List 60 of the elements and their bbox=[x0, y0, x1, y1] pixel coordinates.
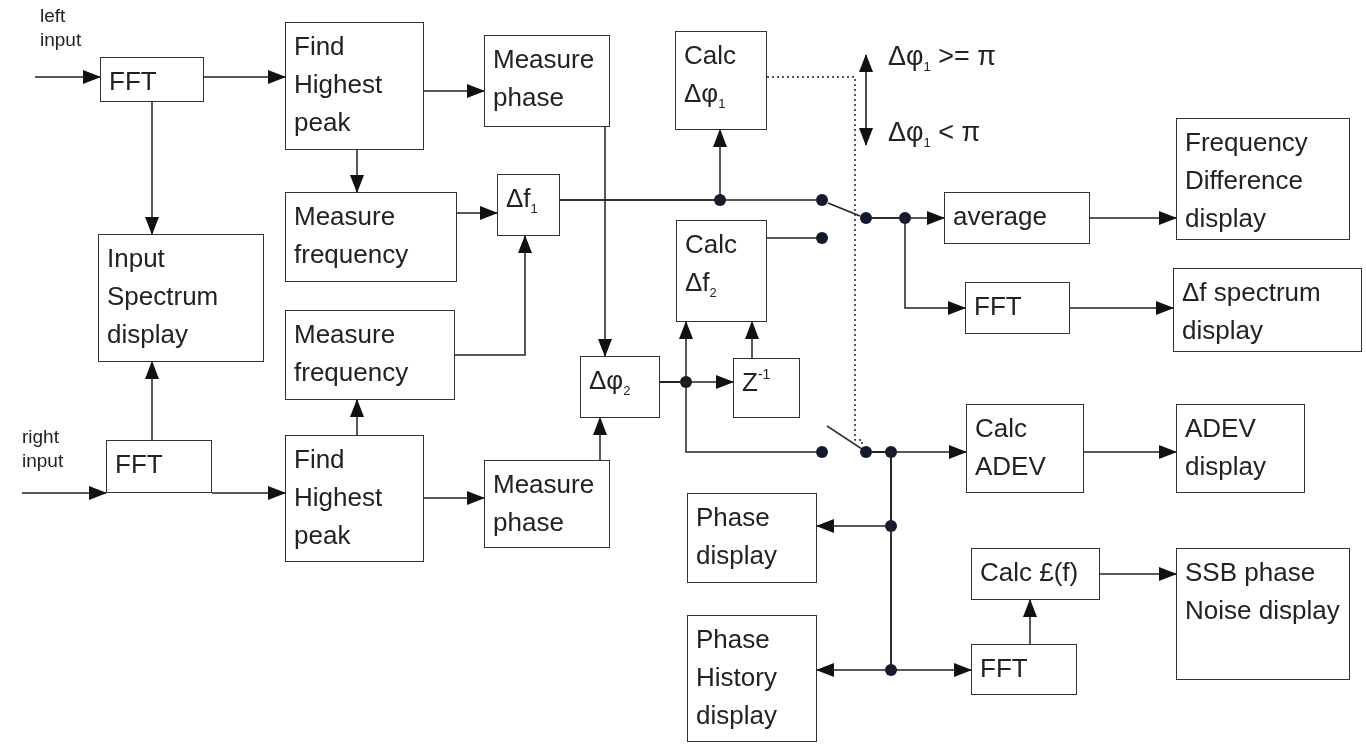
arrow bbox=[211, 486, 286, 500]
process-box: SSB phase Noise display bbox=[1176, 548, 1350, 680]
arrow bbox=[1023, 599, 1037, 645]
process-box: Calc Δφ$_{1}$ bbox=[675, 31, 767, 130]
switch-contact bbox=[816, 232, 828, 244]
condition-label: Δφ$_{1}$ >= π bbox=[888, 40, 996, 76]
switch-contact bbox=[816, 446, 828, 458]
arrow bbox=[871, 217, 966, 315]
switch-pivot bbox=[860, 212, 872, 224]
arrow bbox=[203, 70, 286, 84]
process-box: Find Highest peak bbox=[285, 435, 424, 562]
process-box: Measure phase bbox=[484, 460, 610, 548]
arrow bbox=[350, 399, 364, 436]
connector-line bbox=[827, 202, 861, 217]
process-box: ADEV display bbox=[1176, 404, 1305, 493]
process-box: Δf$_{1}$ bbox=[497, 174, 560, 236]
arrow bbox=[454, 235, 532, 356]
dotted-link-line bbox=[766, 76, 863, 447]
process-box: FFT bbox=[106, 440, 212, 493]
arrow bbox=[21, 486, 107, 500]
process-box: Frequency Difference display bbox=[1176, 118, 1350, 240]
process-box: Δφ$_{2}$ bbox=[580, 356, 660, 418]
process-box: average bbox=[944, 192, 1090, 244]
input-label: left input bbox=[40, 4, 83, 52]
input-label: right input bbox=[22, 425, 65, 473]
arrow bbox=[145, 101, 159, 235]
process-box: Δf spectrum display bbox=[1173, 268, 1362, 352]
process-box: Find Highest peak bbox=[285, 22, 424, 150]
arrow bbox=[1089, 211, 1177, 225]
connector-line bbox=[559, 199, 817, 201]
process-box: Phase History display bbox=[687, 615, 817, 742]
process-box: Calc Δf$_{2}$ bbox=[676, 220, 767, 322]
arrow bbox=[350, 149, 364, 193]
switch-contact bbox=[816, 194, 828, 206]
process-box: Measure phase bbox=[484, 35, 610, 127]
arrow bbox=[34, 70, 101, 84]
process-box: Calc £(f) bbox=[971, 548, 1100, 600]
condition-label: Δφ$_{1}$ < π bbox=[888, 116, 981, 152]
arrow bbox=[745, 321, 759, 359]
process-box: FFT bbox=[971, 644, 1077, 695]
arrow bbox=[598, 126, 612, 357]
connector-line bbox=[766, 237, 817, 239]
arrow bbox=[423, 84, 485, 98]
process-box: Z$^{-1}$ bbox=[733, 358, 800, 418]
process-box: FFT bbox=[100, 57, 204, 102]
arrow bbox=[1083, 445, 1177, 459]
process-box: Phase display bbox=[687, 493, 817, 583]
arrow bbox=[145, 361, 159, 441]
process-box: Calc ADEV bbox=[966, 404, 1084, 493]
connector-line bbox=[659, 381, 817, 453]
arrow bbox=[1099, 567, 1177, 581]
process-box: Measure frequency bbox=[285, 310, 455, 400]
arrow bbox=[456, 206, 498, 220]
arrow bbox=[593, 417, 607, 461]
process-box: FFT bbox=[965, 282, 1070, 334]
arrow bbox=[423, 491, 485, 505]
process-box: Measure frequency bbox=[285, 192, 457, 282]
process-box: Input Spectrum display bbox=[98, 234, 264, 362]
arrow bbox=[1069, 301, 1174, 315]
switch-pivot bbox=[860, 446, 872, 458]
